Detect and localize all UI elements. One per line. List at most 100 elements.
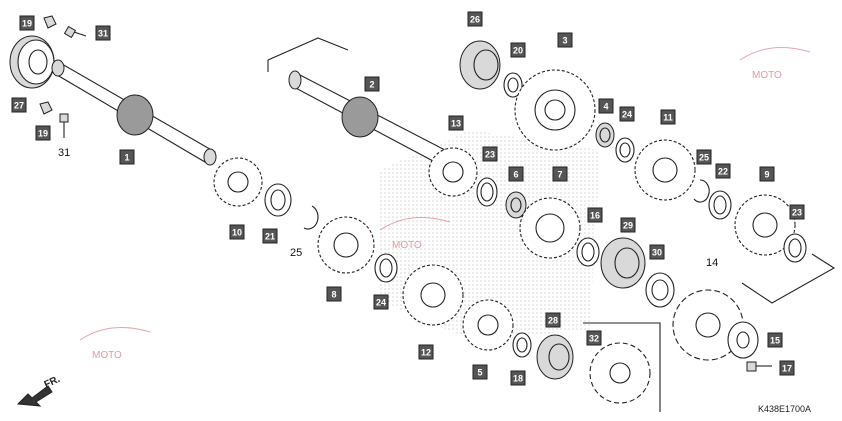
- washer-20: [503, 72, 523, 98]
- bolt-31b: [59, 113, 69, 138]
- callout-number: 10: [232, 228, 242, 238]
- callout-number: 24: [622, 110, 632, 120]
- countershaft-2: [288, 70, 446, 163]
- callout-25: 25: [696, 149, 712, 165]
- callout-number: 12: [421, 348, 431, 358]
- part-label-14: 14: [706, 257, 718, 269]
- callout-number: 3: [562, 36, 567, 46]
- callout-number: 19: [22, 19, 32, 29]
- gear-8: [317, 216, 375, 274]
- callout-26: 26: [467, 11, 483, 27]
- callout-6: 6: [508, 166, 524, 182]
- callout-20: 20: [510, 42, 526, 58]
- callout-7: 7: [552, 166, 568, 182]
- callout-4: 4: [598, 98, 614, 114]
- callout-number: 4: [603, 102, 608, 112]
- callout-number: 2: [369, 80, 374, 90]
- washer-16: [576, 237, 600, 267]
- washer-19b: [39, 101, 53, 115]
- gear-9: [734, 194, 796, 256]
- callout-number: 20: [513, 46, 523, 56]
- sprocket-32: [589, 342, 651, 404]
- washer-19: [43, 15, 57, 29]
- part-label-31: 31: [58, 147, 70, 159]
- watermark: [79, 47, 811, 341]
- bracket-line: [583, 322, 661, 412]
- callout-11: 11: [660, 109, 676, 125]
- watermark-text: MOTO: [752, 70, 782, 81]
- circlip-25: [303, 205, 319, 230]
- callout-10: 10: [229, 224, 245, 240]
- callout-17: 17: [779, 360, 795, 376]
- seal-30: [645, 272, 675, 308]
- mainshaft-1: [51, 59, 217, 166]
- bracket-line: [741, 253, 836, 304]
- bushing-4: [595, 122, 615, 148]
- callout-22: 22: [715, 163, 731, 179]
- callout-19: 19: [35, 125, 51, 141]
- diagram-code: K438E1700A: [758, 404, 811, 414]
- gear-5: [462, 299, 514, 351]
- washer-21: [264, 183, 292, 217]
- callout-12: 12: [418, 344, 434, 360]
- callout-number: 29: [623, 221, 633, 231]
- bearing-26: [459, 40, 501, 90]
- callout-30: 30: [649, 244, 665, 260]
- callout-28: 28: [545, 312, 561, 328]
- callout-number: 5: [477, 368, 482, 378]
- watermark-text: MOTO: [392, 240, 422, 251]
- callout-8: 8: [326, 286, 342, 302]
- callout-27: 27: [11, 97, 27, 113]
- gear-10: [213, 157, 263, 207]
- callout-number: 26: [470, 15, 480, 25]
- callout-32: 32: [586, 330, 602, 346]
- bolt-17: [746, 361, 772, 372]
- bushing-6: [505, 191, 527, 219]
- front-direction-arrow: [16, 385, 53, 407]
- callout-number: 32: [589, 334, 599, 344]
- callout-19: 19: [19, 15, 35, 31]
- gear-12: [402, 264, 464, 326]
- callout-number: 22: [718, 167, 728, 177]
- washer-23a: [476, 177, 498, 207]
- bearing-28: [536, 334, 574, 380]
- callout-2: 2: [364, 76, 380, 92]
- callout-15: 15: [767, 332, 783, 348]
- washer-24a: [615, 137, 635, 163]
- callout-number: 6: [513, 170, 518, 180]
- callout-5: 5: [472, 364, 488, 380]
- gear-11: [634, 139, 696, 201]
- callout-29: 29: [620, 217, 636, 233]
- callout-number: 15: [770, 336, 780, 346]
- circlip-25b: [693, 179, 710, 203]
- callout-number: 16: [590, 211, 600, 221]
- callout-number: 24: [376, 298, 386, 308]
- callout-18: 18: [510, 370, 526, 386]
- gear-7: [519, 197, 581, 259]
- callout-number: 21: [265, 232, 275, 242]
- gear-3: [514, 69, 596, 151]
- callout-9: 9: [759, 166, 775, 182]
- callout-31: 31: [95, 25, 111, 41]
- washer-24b: [374, 253, 398, 283]
- gear-13: [428, 147, 478, 197]
- callout-3: 3: [557, 32, 573, 48]
- callout-number: 23: [792, 208, 802, 218]
- bearing-27: [9, 35, 55, 89]
- callout-number: 7: [557, 170, 562, 180]
- callout-number: 18: [513, 374, 523, 384]
- plain-label-layer: 31 25 14: [58, 147, 718, 269]
- callout-number: 11: [663, 113, 673, 123]
- plate-15: [727, 321, 759, 359]
- callout-number: 23: [485, 150, 495, 160]
- washer-23b: [783, 233, 807, 263]
- callout-number: 9: [764, 170, 769, 180]
- callout-number: 28: [548, 316, 558, 326]
- callout-23: 23: [482, 146, 498, 162]
- callout-number: 31: [98, 29, 108, 39]
- callout-number: 27: [14, 101, 24, 111]
- callout-number: 19: [38, 129, 48, 139]
